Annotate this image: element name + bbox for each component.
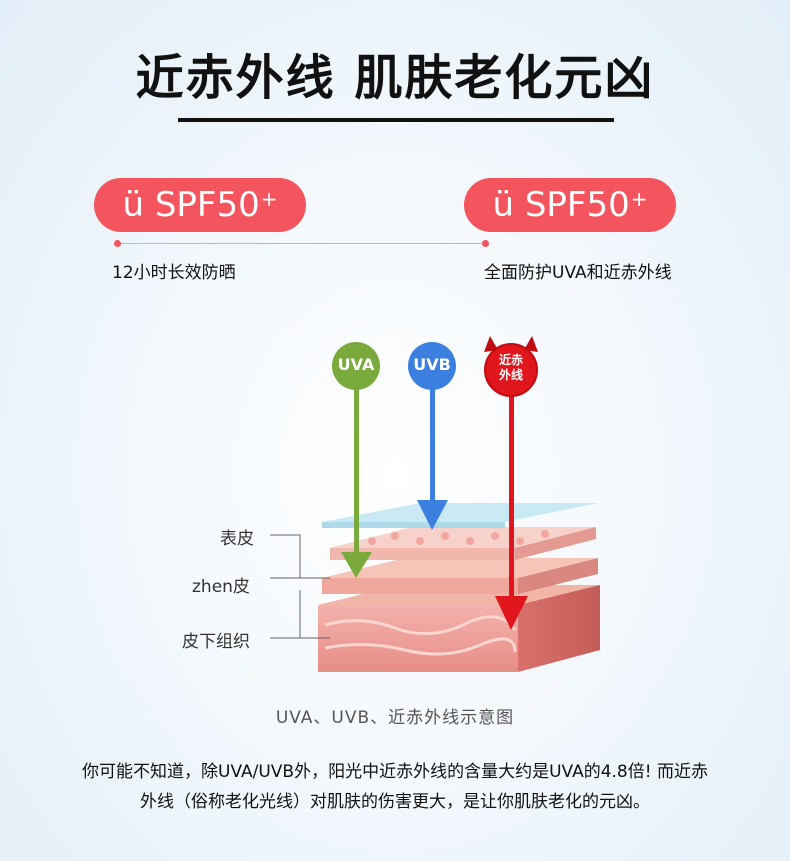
badge-connector-line (117, 243, 486, 244)
page-title: 近赤外线 肌肤老化元凶 (135, 50, 655, 106)
uvb-ray (408, 342, 456, 530)
spf-badge-left: ü SPF50+ (94, 178, 306, 232)
layer-label-dermis: zhen皮 (192, 577, 250, 597)
connector-dot-left (114, 240, 121, 247)
check-icon: ü (122, 185, 145, 225)
uvb-label: UVB (413, 355, 451, 374)
near-infrared-ray (484, 336, 538, 630)
dermis-layer (322, 558, 598, 594)
sunscreen-film (322, 503, 598, 528)
feature-right-text: 全面防护UVA和近赤外线 (484, 263, 672, 283)
near-infrared-label-line1: 近赤 (498, 353, 523, 367)
layer-label-epidermis: 表皮 (220, 529, 254, 549)
near-infrared-label: 近赤 外线 (487, 353, 535, 383)
spf-badge-right: ü SPF50+ (464, 178, 676, 232)
uva-ray (332, 342, 380, 578)
subcutaneous-layer (318, 585, 600, 672)
near-infrared-label-line2: 外线 (498, 368, 523, 382)
connector-dot-right (482, 240, 489, 247)
layer-brackets (270, 534, 330, 639)
spf-plus: + (630, 187, 648, 211)
spf-label: SPF50 (154, 185, 260, 225)
epidermis-layer (330, 527, 596, 560)
uva-label: UVA (337, 355, 375, 374)
diagram-caption: UVA、UVB、近赤外线示意图 (275, 708, 515, 728)
description-paragraph: 你可能不知道，除UVA/UVB外，阳光中近赤外线的含量大约是UVA的4.8倍! … (20, 757, 770, 817)
check-icon: ü (492, 185, 515, 225)
description-line-2: 外线（俗称老化光线）对肌肤的伤害更大，是让你肌肤老化的元凶。 (140, 792, 650, 812)
description-line-1: 你可能不知道，除UVA/UVB外，阳光中近赤外线的含量大约是UVA的4.8倍! … (82, 762, 708, 782)
spf-label: SPF50 (524, 185, 630, 225)
title-underline (178, 118, 614, 122)
spf-plus: + (260, 187, 278, 211)
layer-label-subcutaneous: 皮下组织 (182, 632, 250, 652)
feature-left-text: 12小时长效防晒 (112, 263, 236, 283)
